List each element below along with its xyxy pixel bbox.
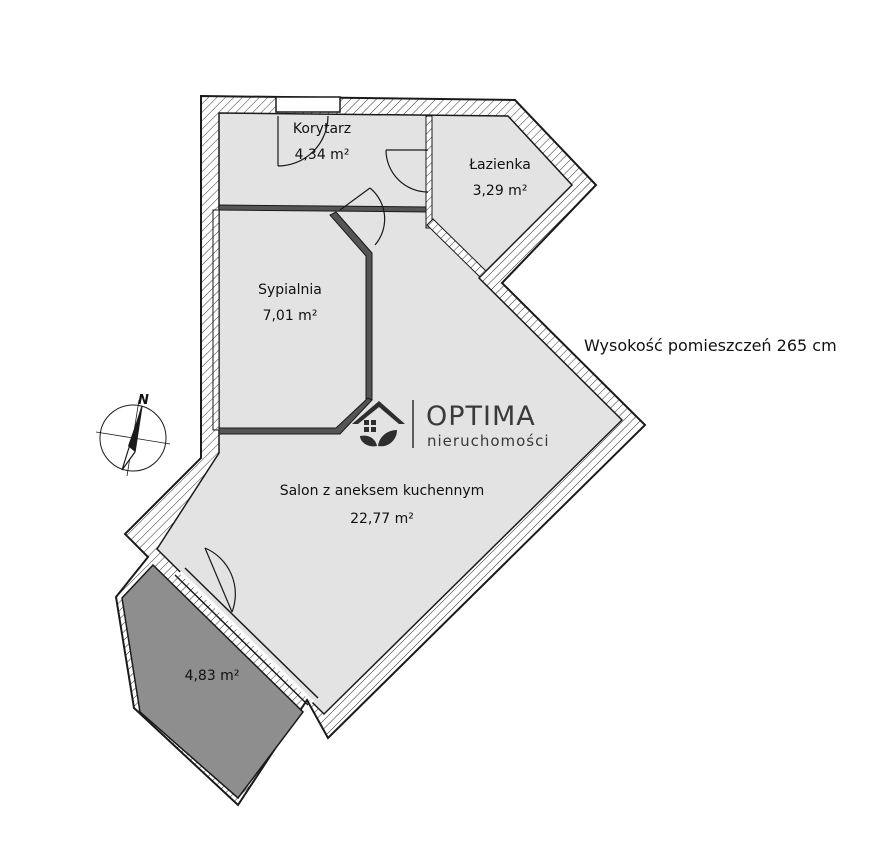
balcony bbox=[121, 563, 304, 800]
room-area-sypialnia: 7,01 m² bbox=[263, 308, 318, 324]
room-area-lazienka: 3,29 m² bbox=[473, 183, 528, 199]
window-top bbox=[275, 96, 341, 113]
room-area-korytarz: 4,34 m² bbox=[295, 147, 350, 163]
wall-bedroom-left bbox=[212, 209, 220, 431]
door-entrance bbox=[277, 115, 329, 167]
optima-logo: OPTIMA nieruchomości bbox=[352, 400, 550, 450]
wall-bathroom-left bbox=[425, 115, 433, 229]
room-area-balkon: 4,83 m² bbox=[185, 668, 240, 684]
room-area-salon: 22,77 m² bbox=[350, 511, 414, 527]
compass-icon: N bbox=[95, 393, 171, 477]
balcony-door-frame-inner bbox=[178, 570, 315, 704]
logo-subtitle: nieruchomości bbox=[427, 432, 550, 450]
door-bathroom bbox=[385, 149, 429, 193]
logo-title: OPTIMA bbox=[426, 401, 536, 432]
room-name-sypialnia: Sypialnia bbox=[258, 282, 322, 298]
door-balcony bbox=[204, 547, 236, 613]
height-note: Wysokość pomieszczeń 265 cm bbox=[584, 336, 837, 355]
room-name-lazienka: Łazienka bbox=[468, 157, 531, 173]
wall-bedroom-bottom bbox=[218, 397, 373, 435]
house-leaf-icon bbox=[352, 401, 405, 447]
compass-north-label: N bbox=[138, 393, 149, 408]
balcony-door-frame bbox=[174, 567, 319, 706]
door-bedroom bbox=[339, 187, 386, 246]
room-name-salon: Salon z aneksem kuchennym bbox=[280, 483, 485, 499]
wall-bathroom-bottom bbox=[426, 218, 487, 278]
room-name-korytarz: Korytarz bbox=[293, 121, 351, 137]
